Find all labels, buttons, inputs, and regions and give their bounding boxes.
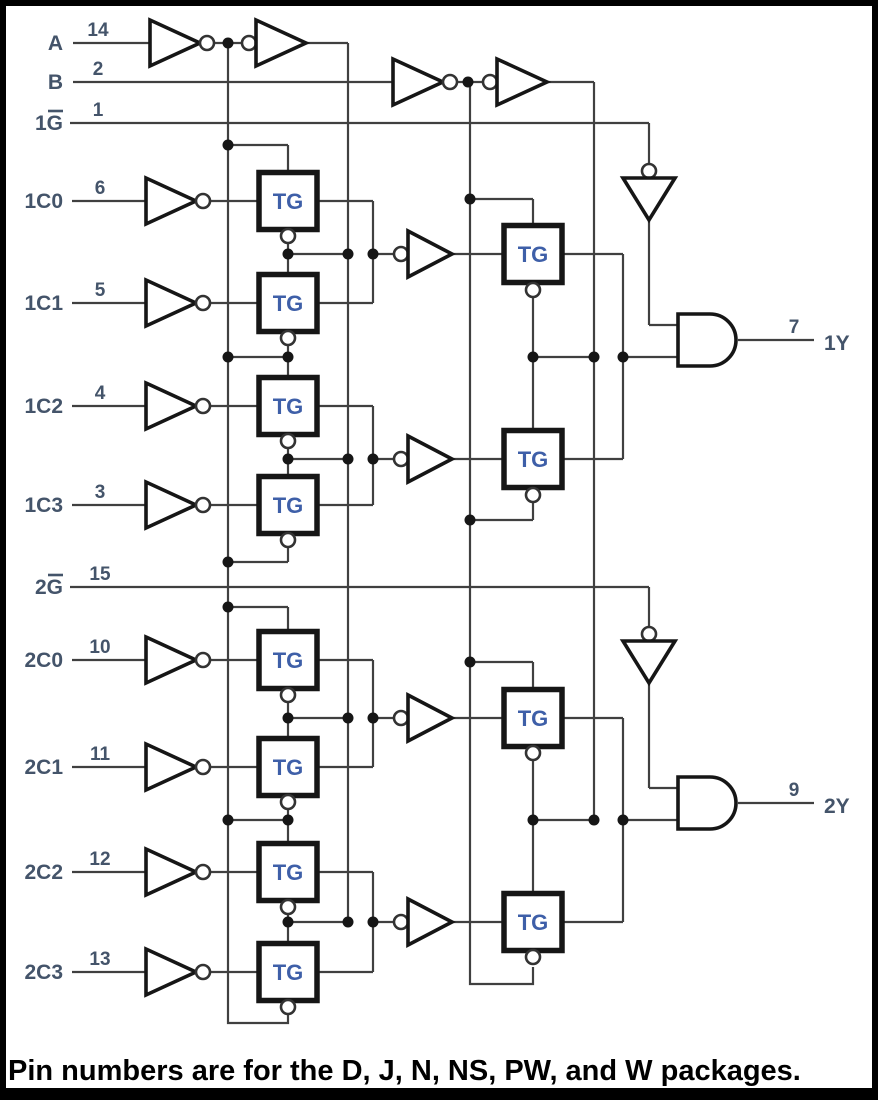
tg-2c0: TG (256, 628, 320, 704)
input-label-b: B (48, 71, 63, 94)
pin-9: 9 (789, 780, 800, 801)
tg-label: TG (273, 394, 304, 419)
tg-label: TG (273, 189, 304, 214)
pin-3: 3 (95, 482, 106, 503)
tg-label: TG (273, 291, 304, 316)
wires (70, 41, 814, 1025)
tg-2c3: TG (256, 940, 320, 1016)
input-label-2g: 2G (35, 576, 63, 599)
tg-2c1: TG (256, 735, 320, 811)
input-label-a: A (48, 32, 63, 55)
and-gate-1y (676, 312, 738, 368)
input-label-1c1: 1C1 (24, 292, 63, 315)
pin-1: 1 (93, 100, 104, 121)
inverter-2c1 (144, 741, 212, 793)
tg-label: TG (518, 447, 549, 472)
pin-6: 6 (95, 178, 106, 199)
tg-label: TG (273, 493, 304, 518)
output-label-1y: 1Y (824, 332, 850, 355)
tg-1c3: TG (256, 473, 320, 549)
inverter-a (148, 17, 216, 69)
strobe-inverter-2g (619, 625, 679, 687)
pin-5: 5 (95, 280, 106, 301)
tg-1c0: TG (256, 169, 320, 245)
inverter-1c1 (144, 277, 212, 329)
input-label-1c3: 1C3 (24, 494, 63, 517)
strobe-inverter-1g (619, 162, 679, 224)
inverter-1c0 (144, 175, 212, 227)
stage2-buffer-3 (392, 692, 456, 744)
inverter-2c3 (144, 946, 212, 998)
inverter-b (391, 56, 459, 108)
input-label-1c2: 1C2 (24, 395, 63, 418)
tg-label: TG (518, 242, 549, 267)
stage2-buffer-4 (392, 896, 456, 948)
tg-stage2-2a: TG (501, 686, 565, 762)
stage2-buffer-1 (392, 228, 456, 280)
input-label-2c3: 2C3 (24, 961, 63, 984)
pin-14: 14 (87, 20, 109, 41)
input-label-2c2: 2C2 (24, 861, 63, 884)
tg-label: TG (518, 706, 549, 731)
stage2-buffer-2 (392, 433, 456, 485)
buffer-a (240, 17, 311, 69)
tg-1c1: TG (256, 271, 320, 347)
pin-15: 15 (89, 564, 111, 585)
pin-12: 12 (89, 849, 110, 870)
output-labels: 7 1Y 9 2Y (789, 317, 850, 818)
input-label-1g: 1G (35, 112, 63, 135)
tg-label: TG (273, 960, 304, 985)
and-gate-2y (676, 775, 738, 831)
tg-label: TG (273, 860, 304, 885)
inverter-2c2 (144, 846, 212, 898)
junction-dots (222, 37, 629, 928)
inverter-2c0 (144, 634, 212, 686)
tg-stage2-2b: TG (501, 890, 565, 966)
output-label-2y: 2Y (824, 795, 850, 818)
pin-7: 7 (789, 317, 800, 338)
inverter-1c3 (144, 479, 212, 531)
pin-4: 4 (95, 383, 106, 404)
pin-13: 13 (89, 949, 110, 970)
pin-11: 11 (90, 744, 111, 765)
pin-2: 2 (93, 59, 104, 80)
tg-label: TG (273, 755, 304, 780)
buffer-b (481, 56, 552, 108)
tg-1c2: TG (256, 374, 320, 450)
input-label-2c1: 2C1 (24, 756, 63, 779)
input-labels: A 14 B 2 1G 1 1C0 6 1C1 5 1C2 4 1C3 3 2G… (24, 20, 111, 984)
input-label-1c0: 1C0 (24, 190, 63, 213)
tg-stage2-1a: TG (501, 222, 565, 299)
tg-stage2-1b: TG (501, 427, 565, 504)
tg-label: TG (273, 648, 304, 673)
pin-10: 10 (89, 637, 110, 658)
caption: Pin numbers are for the D, J, N, NS, PW,… (8, 1055, 801, 1087)
input-label-2c0: 2C0 (24, 649, 63, 672)
tg-label: TG (518, 910, 549, 935)
tg-2c2: TG (256, 840, 320, 916)
inverter-1c2 (144, 380, 212, 432)
